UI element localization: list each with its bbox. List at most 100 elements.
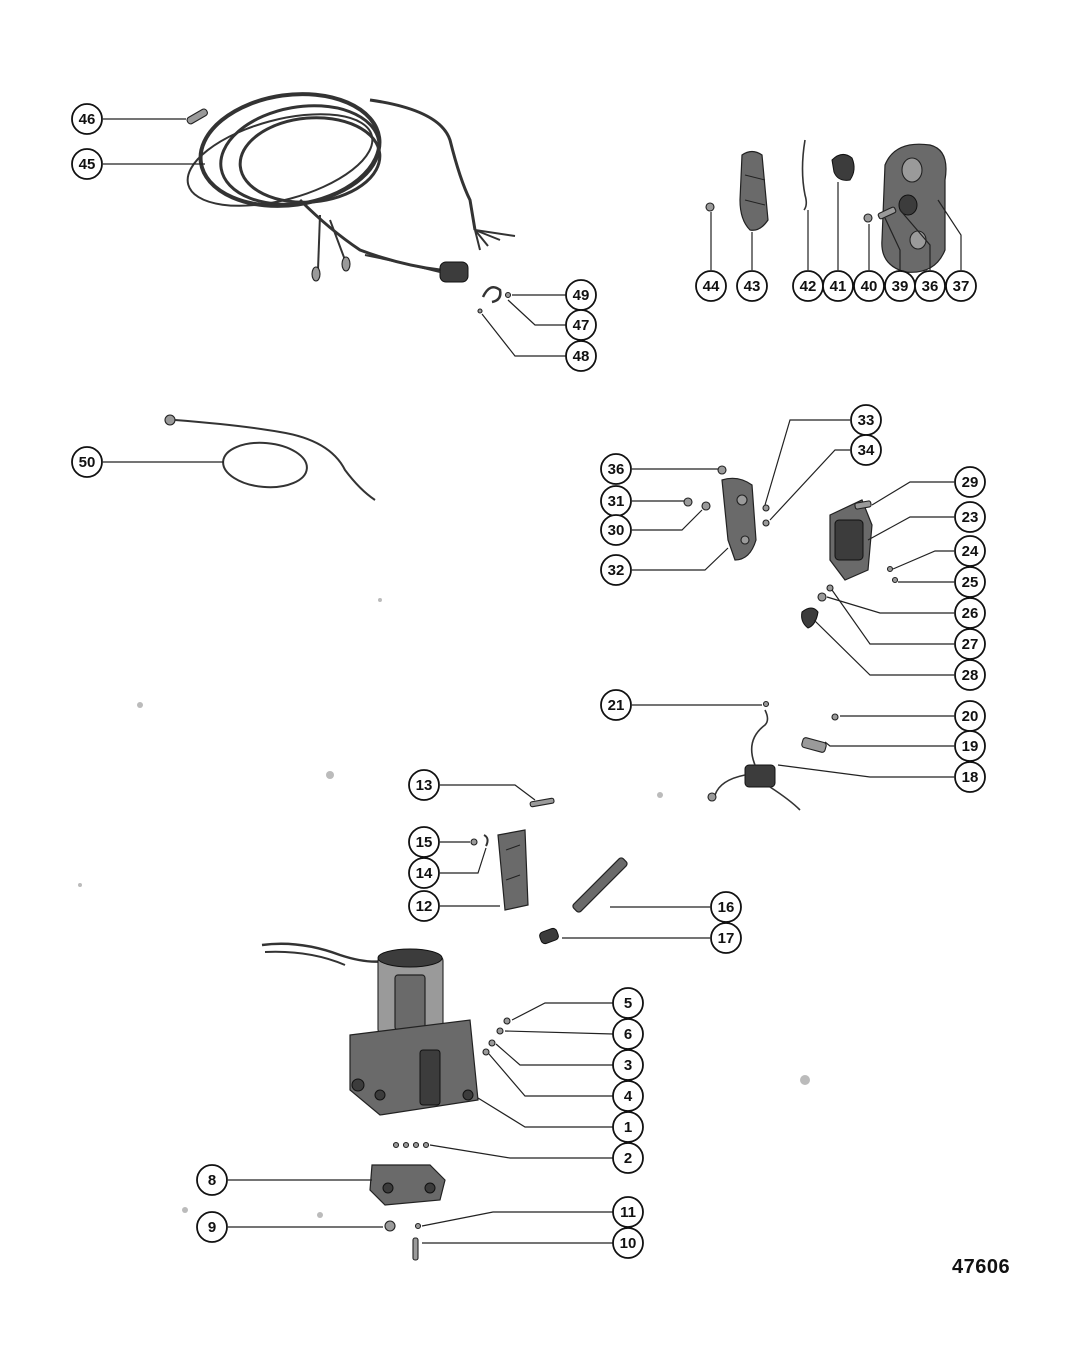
pump-motor-assembly bbox=[261, 942, 479, 1116]
callout-31: 31 bbox=[600, 485, 632, 517]
svg-text:10: 10 bbox=[620, 1235, 637, 1252]
leader-lines bbox=[103, 118, 962, 1244]
svg-text:15: 15 bbox=[416, 834, 433, 851]
svg-text:26: 26 bbox=[962, 605, 979, 622]
callout-5: 5 bbox=[612, 987, 644, 1019]
callout-14: 14 bbox=[408, 857, 440, 889]
callout-33: 33 bbox=[850, 404, 882, 436]
callout-9: 9 bbox=[196, 1211, 228, 1243]
svg-text:8: 8 bbox=[208, 1172, 216, 1189]
callout-43: 43 bbox=[736, 270, 768, 302]
callout-12: 12 bbox=[408, 890, 440, 922]
ground-wire bbox=[164, 414, 376, 501]
relay-assembly bbox=[707, 700, 839, 811]
svg-text:5: 5 bbox=[624, 995, 632, 1012]
svg-text:20: 20 bbox=[962, 708, 979, 725]
callout-4: 4 bbox=[612, 1080, 644, 1112]
callout-17: 17 bbox=[710, 922, 742, 954]
callout-15: 15 bbox=[408, 826, 440, 858]
pivot-bolt bbox=[539, 857, 628, 945]
svg-text:30: 30 bbox=[608, 522, 625, 539]
svg-text:28: 28 bbox=[962, 667, 979, 684]
svg-text:39: 39 bbox=[892, 278, 909, 295]
svg-text:37: 37 bbox=[953, 278, 970, 295]
svg-text:4: 4 bbox=[624, 1088, 633, 1105]
callout-46: 46 bbox=[71, 103, 103, 135]
solenoid bbox=[801, 499, 899, 629]
svg-text:6: 6 bbox=[624, 1026, 632, 1043]
svg-text:32: 32 bbox=[608, 562, 625, 579]
callout-11: 11 bbox=[612, 1196, 644, 1228]
callout-1: 1 bbox=[612, 1111, 644, 1143]
callout-36-top: 36 bbox=[914, 270, 946, 302]
callout-30: 30 bbox=[600, 514, 632, 546]
wire-clip bbox=[186, 108, 208, 125]
callout-10: 10 bbox=[612, 1227, 644, 1259]
svg-text:13: 13 bbox=[416, 777, 433, 794]
svg-text:3: 3 bbox=[624, 1057, 632, 1074]
callout-39: 39 bbox=[884, 270, 916, 302]
svg-text:11: 11 bbox=[620, 1204, 636, 1221]
wiring-harness bbox=[186, 92, 516, 283]
callout-44: 44 bbox=[695, 270, 727, 302]
svg-text:17: 17 bbox=[718, 930, 735, 947]
svg-text:14: 14 bbox=[416, 865, 433, 882]
callout-16: 16 bbox=[710, 891, 742, 923]
svg-text:36: 36 bbox=[608, 461, 625, 478]
svg-text:18: 18 bbox=[962, 769, 979, 786]
svg-text:2: 2 bbox=[624, 1150, 632, 1167]
svg-text:40: 40 bbox=[861, 278, 878, 295]
svg-text:12: 12 bbox=[416, 898, 433, 915]
callout-34: 34 bbox=[850, 434, 882, 466]
svg-text:41: 41 bbox=[830, 278, 847, 295]
callout-25: 25 bbox=[954, 566, 986, 598]
callout-45: 45 bbox=[71, 148, 103, 180]
callout-41: 41 bbox=[822, 270, 854, 302]
callout-49: 49 bbox=[565, 279, 597, 311]
svg-text:42: 42 bbox=[800, 278, 817, 295]
callout-3: 3 bbox=[612, 1049, 644, 1081]
callout-29: 29 bbox=[954, 466, 986, 498]
callout-42: 42 bbox=[792, 270, 824, 302]
svg-text:46: 46 bbox=[79, 111, 96, 128]
svg-text:16: 16 bbox=[718, 899, 735, 916]
o-rings bbox=[392, 1017, 511, 1149]
trim-switch-assembly bbox=[705, 139, 947, 273]
svg-text:25: 25 bbox=[962, 574, 979, 591]
svg-text:44: 44 bbox=[703, 278, 720, 295]
svg-text:47: 47 bbox=[573, 317, 590, 334]
callout-23: 23 bbox=[954, 501, 986, 533]
callout-20: 20 bbox=[954, 700, 986, 732]
svg-text:43: 43 bbox=[744, 278, 761, 295]
callout-50: 50 bbox=[71, 446, 103, 478]
svg-text:23: 23 bbox=[962, 509, 979, 526]
callout-27: 27 bbox=[954, 628, 986, 660]
svg-text:33: 33 bbox=[858, 412, 875, 429]
svg-text:9: 9 bbox=[208, 1219, 216, 1236]
callout-13: 13 bbox=[408, 769, 440, 801]
svg-text:29: 29 bbox=[962, 474, 979, 491]
svg-text:27: 27 bbox=[962, 636, 979, 653]
callout-6: 6 bbox=[612, 1018, 644, 1050]
callout-48: 48 bbox=[565, 340, 597, 372]
svg-text:49: 49 bbox=[573, 287, 590, 304]
svg-text:1: 1 bbox=[624, 1119, 632, 1136]
svg-text:24: 24 bbox=[962, 543, 979, 560]
svg-text:31: 31 bbox=[608, 493, 625, 510]
svg-text:36: 36 bbox=[922, 278, 939, 295]
callout-32: 32 bbox=[600, 554, 632, 586]
callout-2: 2 bbox=[612, 1142, 644, 1174]
svg-text:50: 50 bbox=[79, 454, 96, 471]
callout-36-mid: 36 bbox=[600, 453, 632, 485]
callout-40: 40 bbox=[853, 270, 885, 302]
print-noise bbox=[78, 598, 810, 1218]
callout-28: 28 bbox=[954, 659, 986, 691]
callout-47: 47 bbox=[565, 309, 597, 341]
callout-26: 26 bbox=[954, 597, 986, 629]
callout-24: 24 bbox=[954, 535, 986, 567]
callout-8: 8 bbox=[196, 1164, 228, 1196]
figure-number: 47606 bbox=[952, 1256, 1011, 1278]
callout-18: 18 bbox=[954, 761, 986, 793]
cable-clamp bbox=[477, 285, 512, 314]
